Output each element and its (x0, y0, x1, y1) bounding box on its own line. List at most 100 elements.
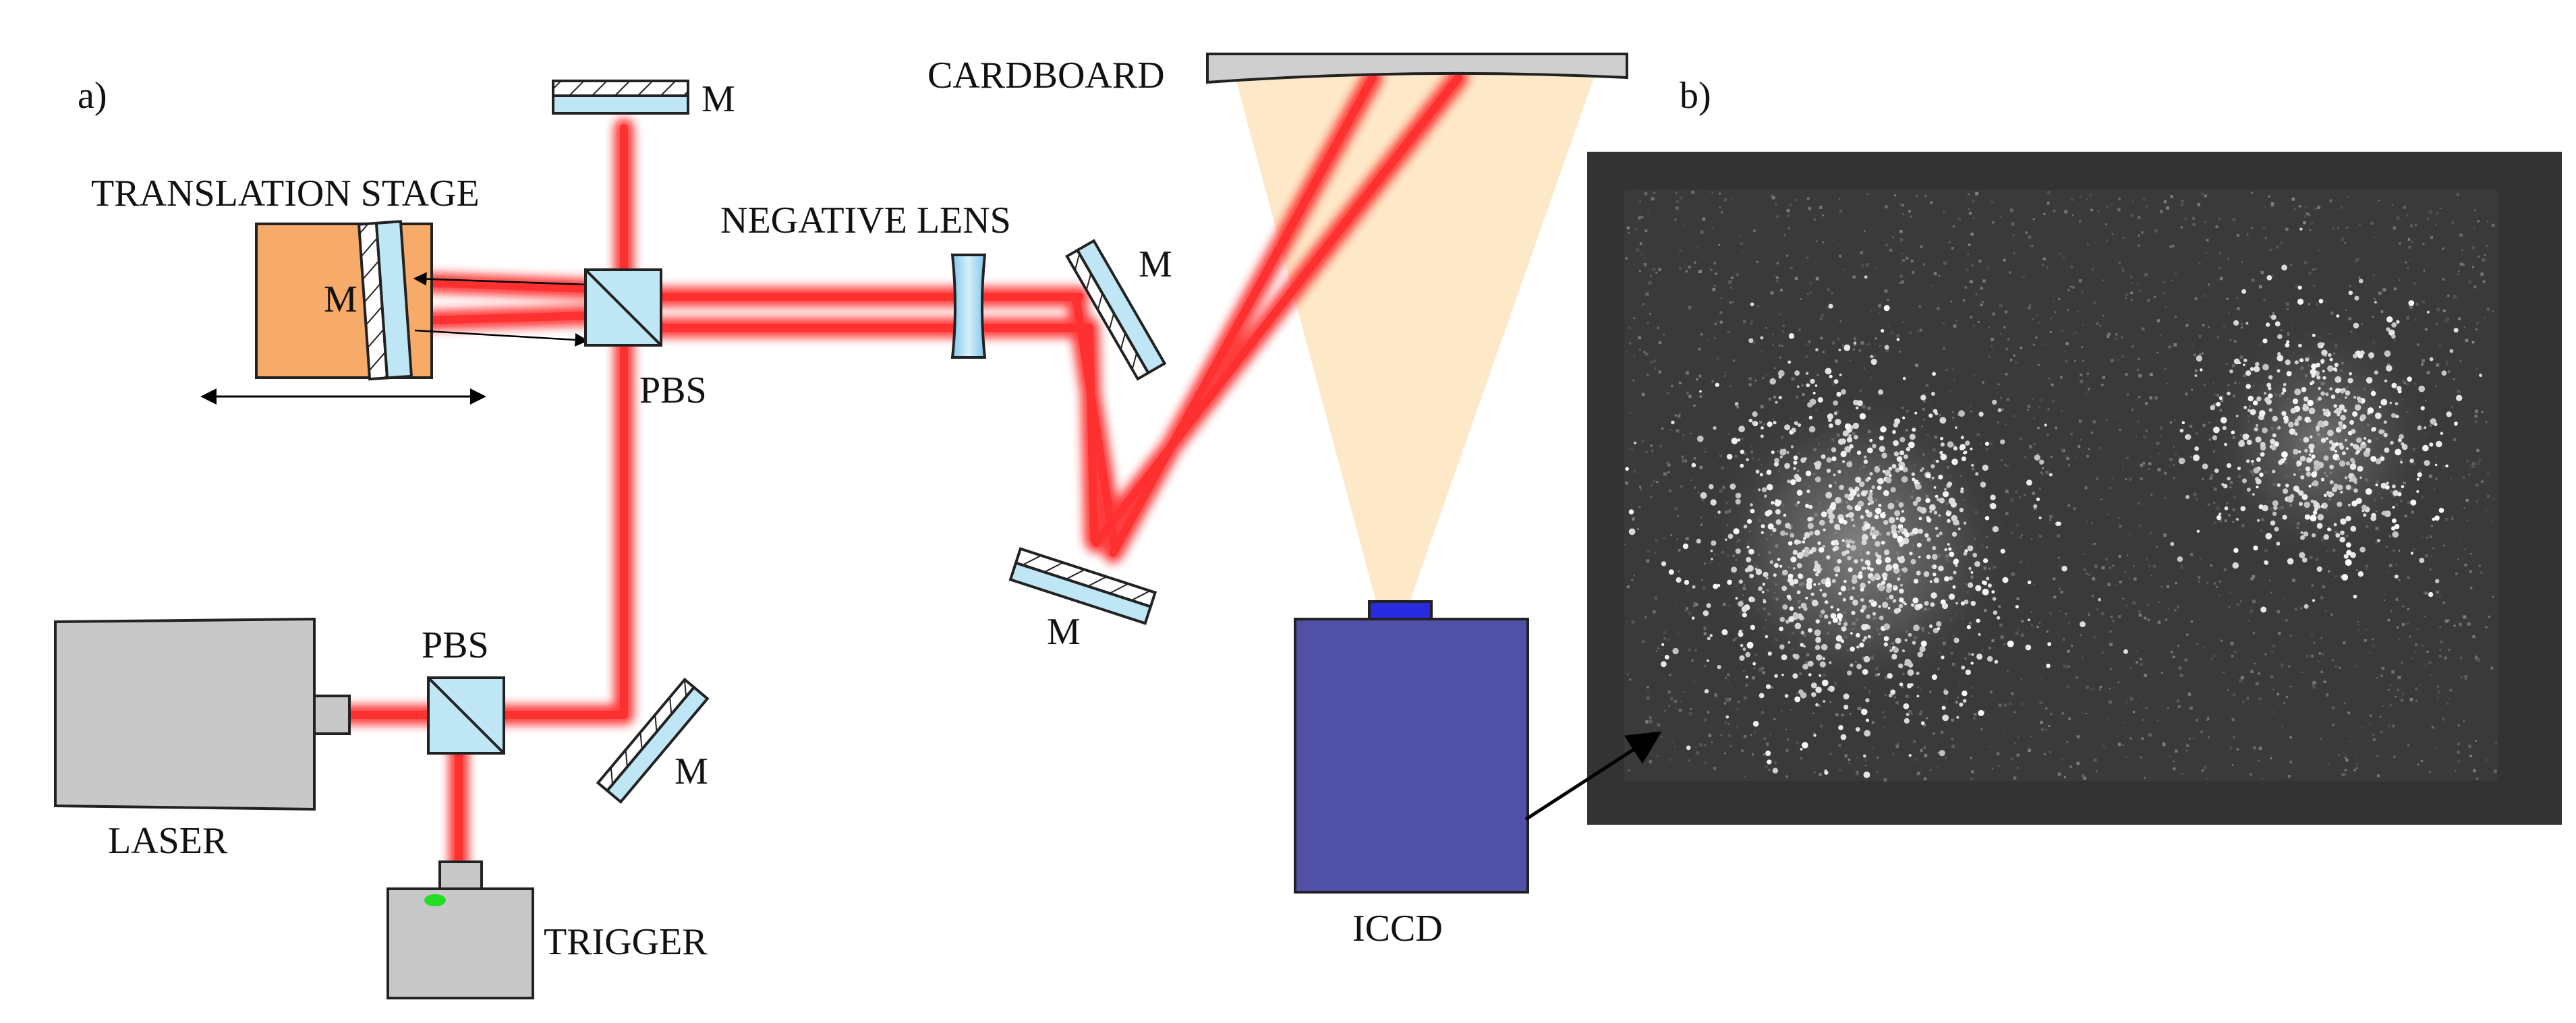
noise-speck (1684, 609, 1688, 612)
noise-speck (2101, 384, 2104, 386)
noise-speck (2139, 756, 2142, 759)
noise-speck (2032, 318, 2034, 320)
noise-speck (2156, 441, 2160, 445)
speckle-dot (1904, 567, 1908, 571)
speckle-dot (2223, 484, 2228, 489)
noise-speck (2203, 294, 2207, 297)
speckle-dot (1782, 569, 1788, 576)
noise-speck (2397, 689, 2399, 692)
speckle-dot (1863, 459, 1868, 464)
noise-speck (2049, 330, 2052, 333)
noise-speck (1669, 758, 1671, 761)
noise-speck (1973, 717, 1976, 720)
noise-speck (2021, 534, 2023, 536)
noise-speck (2119, 525, 2122, 528)
noise-speck (1656, 481, 1659, 484)
noise-speck (2019, 536, 2022, 539)
speckle-dot (2260, 606, 2267, 613)
speckle-dot (1823, 528, 1826, 531)
noise-speck (2312, 684, 2314, 686)
noise-speck (2421, 363, 2424, 366)
speckle-dot (1692, 585, 1696, 589)
noise-speck (1724, 371, 1727, 374)
noise-speck (1714, 337, 1717, 340)
noise-speck (2442, 602, 2445, 604)
speckle-dot (2282, 388, 2287, 392)
noise-speck (2233, 339, 2236, 342)
noise-speck (1774, 367, 1776, 370)
noise-speck (2138, 234, 2140, 237)
speckle-dot (2329, 357, 2333, 361)
speckle-dot (1815, 703, 1819, 707)
noise-speck (1684, 459, 1687, 463)
noise-speck (1821, 314, 1824, 318)
noise-speck (2492, 595, 2494, 598)
noise-speck (2473, 769, 2476, 773)
noise-speck (1642, 440, 1644, 442)
speckle-dot (1867, 502, 1870, 506)
speckle-dot (1814, 529, 1821, 536)
speckle-dot (1836, 392, 1841, 397)
speckle-dot (1752, 411, 1758, 417)
speckle-dot (2318, 397, 2322, 401)
speckle-dot (1997, 408, 2002, 413)
noise-speck (2234, 651, 2237, 653)
speckle-dot (1895, 517, 1899, 521)
speckle-dot (1787, 541, 1793, 546)
noise-speck (2046, 433, 2049, 436)
speckle-dot (1758, 693, 1765, 699)
speckle-dot (2446, 411, 2452, 417)
noise-speck (1652, 610, 1656, 614)
noise-speck (2091, 522, 2093, 524)
translation-stage-label: TRANSLATION STAGE (91, 173, 480, 214)
noise-speck (2028, 306, 2031, 310)
speckle-dot (2329, 465, 2335, 469)
speckle-dot (1794, 622, 1802, 630)
noise-speck (1632, 469, 1636, 473)
noise-speck (1957, 413, 1960, 416)
speckle-dot (1821, 643, 1828, 651)
speckle-dot (1961, 665, 1966, 670)
noise-speck (2059, 610, 2061, 612)
speckle-dot (1851, 577, 1858, 584)
noise-speck (2278, 632, 2281, 635)
noise-speck (2103, 746, 2107, 749)
speckle-dot (2222, 426, 2227, 430)
speckle-dot (2027, 580, 2032, 585)
noise-speck (2407, 608, 2409, 610)
noise-speck (2206, 239, 2209, 241)
noise-speck (2219, 637, 2223, 641)
speckle-dot (1855, 476, 1862, 484)
noise-speck (2228, 312, 2230, 314)
noise-speck (2076, 331, 2079, 334)
speckle-dot (1850, 518, 1854, 521)
speckle-dot (1767, 759, 1772, 765)
noise-speck (2457, 759, 2461, 763)
noise-speck (1669, 674, 1671, 676)
speckle-dot (1676, 577, 1682, 583)
noise-speck (2076, 761, 2080, 765)
speckle-dot (1837, 568, 1841, 573)
noise-speck (2218, 266, 2221, 270)
noise-speck (2310, 222, 2314, 225)
speckle-dot (1899, 588, 1904, 594)
noise-speck (1710, 268, 1713, 271)
speckle-dot (2416, 490, 2420, 494)
speckle-dot (2311, 471, 2318, 478)
noise-speck (2102, 376, 2105, 379)
noise-speck (2289, 736, 2292, 738)
noise-speck (2372, 734, 2375, 736)
noise-speck (2202, 478, 2204, 480)
noise-speck (2476, 448, 2480, 452)
noise-speck (1670, 697, 1673, 701)
speckle-dot (1737, 438, 1741, 442)
noise-speck (1682, 434, 1685, 437)
noise-speck (2149, 373, 2153, 376)
noise-speck (2476, 778, 2479, 780)
noise-speck (2280, 665, 2283, 668)
noise-speck (2384, 600, 2386, 602)
speckle-dot (2312, 333, 2316, 337)
noise-speck (2272, 710, 2275, 713)
noise-speck (2117, 208, 2121, 212)
mirror-right-lower-label: M (1047, 611, 1081, 653)
